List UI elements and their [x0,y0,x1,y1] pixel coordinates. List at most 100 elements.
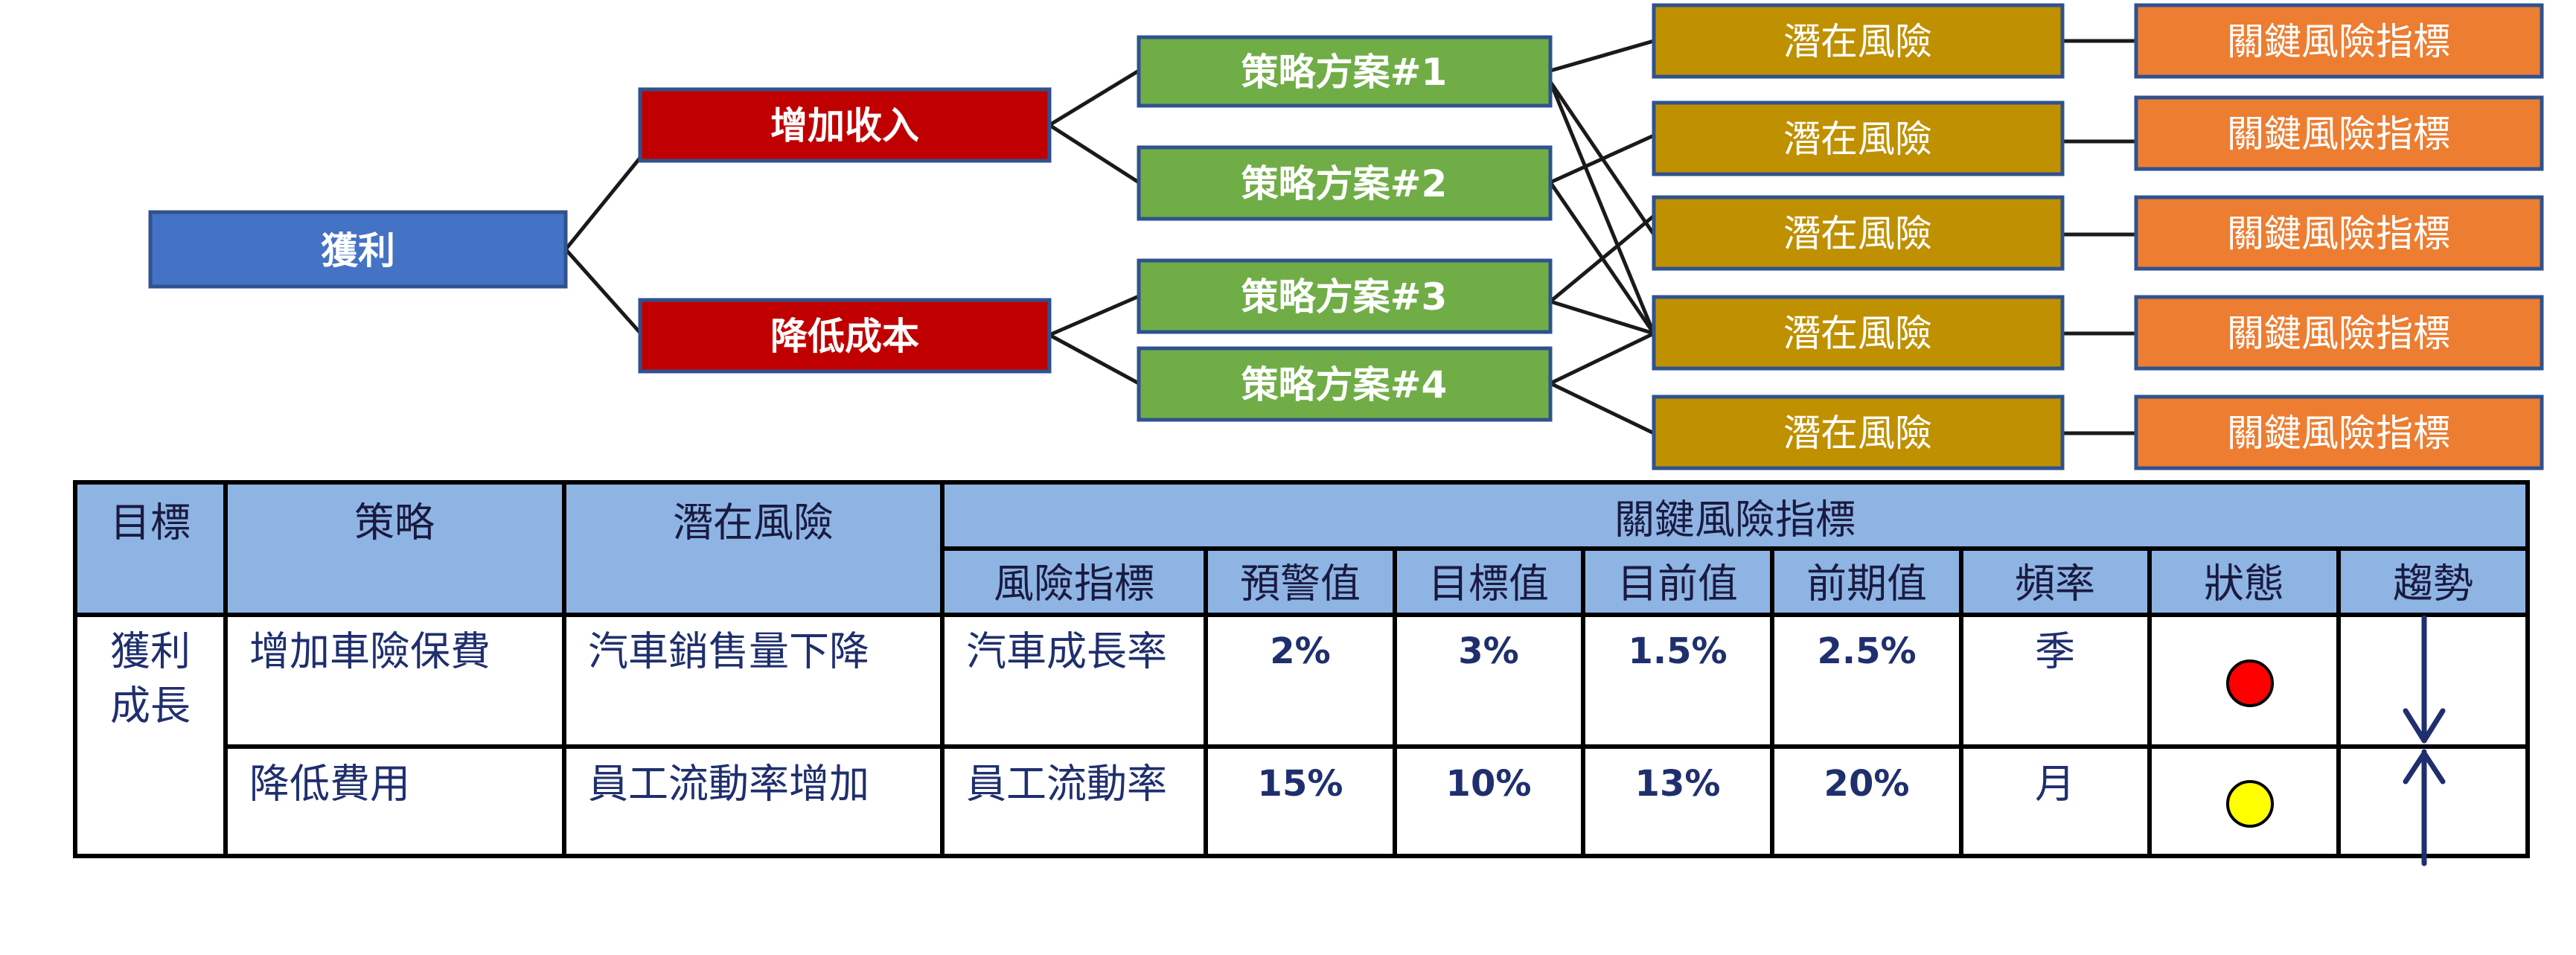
status-yellow-icon [2226,780,2274,828]
kri-node-4-label: 關鍵風險指標 [2227,312,2450,355]
header-strategy: 策略 [354,499,435,546]
status-red-icon [2226,659,2274,707]
connector-cost-s3 [1049,294,1140,337]
strategy-node-2: 策略方案#2 [1137,145,1553,221]
row-indicator: 汽車成長率 [966,628,1167,675]
trend-arrows [2403,615,2446,866]
connector-cost-s4 [1048,333,1140,386]
risk-node-5-box [1652,395,2065,470]
tree-boxes: 獲利 增加收入 降低成本 策略方案#1 策略方案#2 策略方案#3 策略方案#4 [148,3,2544,470]
branch-node-revenue-box [638,87,1052,163]
row-frequency: 季 [2035,628,2075,675]
risk-node-1-label: 潛在風險 [1783,20,1932,63]
risk-node-2-box [1652,100,2065,176]
table-row: 增加車險保費 汽車銷售量下降 汽車成長率 2% 3% 1.5% 2.5% 季 [249,628,2274,707]
connector-root-cost [564,248,642,334]
connector-root-revenue [564,156,642,251]
risk-node-2: 潛在風險 [1652,100,2065,176]
risk-node-3: 潛在風險 [1652,195,2065,271]
row-indicator: 員工流動率 [966,761,1167,808]
connector-s3-r3 [1549,214,1655,303]
up-arrow-icon [2403,749,2446,866]
branch-node-cost-label: 降低成本 [770,315,919,358]
strategy-node-2-box [1137,145,1553,221]
row-risk: 員工流動率增加 [588,761,869,808]
kri-node-3: 關鍵風險指標 [2134,195,2544,271]
strategy-node-2-label: 策略方案#2 [1241,162,1448,205]
down-arrow-icon [2403,615,2446,744]
header-status: 狀態 [2204,560,2284,607]
connector-revenue-s1 [1048,68,1140,127]
branch-node-revenue: 增加收入 [638,87,1052,163]
header-trend: 趨勢 [2393,560,2473,607]
risk-node-1-box [1652,3,2065,79]
kri-node-1: 關鍵風險指標 [2134,3,2544,79]
risk-node-1: 潛在風險 [1652,3,2065,79]
goal-line-1: 獲利 [110,628,191,675]
connector-revenue-s2 [1048,123,1140,185]
root-node-box [148,210,568,289]
branch-node-cost-box [638,298,1052,374]
kri-node-3-label: 關鍵風險指標 [2227,212,2450,255]
risk-node-4: 潛在風險 [1652,295,2065,371]
header-goal: 目標 [110,499,191,546]
row-warning: 15% [1258,763,1343,805]
table-outer-border [73,480,2530,858]
kri-node-2-label: 關鍵風險指標 [2227,112,2450,156]
row-current: 1.5% [1628,630,1727,672]
strategy-node-4-box [1137,346,1553,422]
connector-s4-r5 [1549,381,1655,435]
connector-s1-r4 [1548,81,1656,334]
connector-s4-r4 [1549,331,1655,386]
kri-node-2-box [2134,95,2544,171]
header-current: 目前值 [1617,560,1738,607]
row-target: 3% [1458,630,1519,672]
root-node-label: 獲利 [321,229,395,272]
tree-connectors [564,39,2136,435]
kri-node-1-label: 關鍵風險指標 [2227,20,2450,63]
row-target: 10% [1446,763,1532,805]
risk-node-4-label: 潛在風險 [1783,312,1932,355]
kri-node-4-box [2134,295,2544,371]
table-grid [73,480,2530,858]
header-indicator: 風險指標 [994,560,1154,607]
kri-node-1-box [2134,3,2544,79]
header-warning: 預警值 [1240,560,1361,607]
row-strategy: 降低費用 [249,761,410,808]
connector-s3-r4 [1550,299,1655,336]
risk-node-5-label: 潛在風險 [1783,412,1932,455]
row-warning: 2% [1270,630,1331,672]
strategy-node-3-label: 策略方案#3 [1241,275,1448,319]
risk-node-3-label: 潛在風險 [1783,212,1932,255]
risk-node-2-label: 潛在風險 [1783,118,1932,161]
header-risk: 潛在風險 [673,499,834,546]
header-previous: 前期值 [1806,560,1927,607]
row-current: 13% [1635,763,1721,805]
risk-node-5: 潛在風險 [1652,395,2065,470]
strategy-node-4: 策略方案#4 [1137,346,1553,422]
kri-node-3-box [2134,195,2544,271]
kri-node-5-box [2134,395,2544,470]
risk-node-3-box [1652,195,2065,271]
table-row: 降低費用 員工流動率增加 員工流動率 15% 10% 13% 20% 月 [249,761,2274,828]
header-target: 目標值 [1428,560,1549,607]
kri-node-5-label: 關鍵風險指標 [2227,412,2450,455]
risk-node-4-box [1652,295,2065,371]
header-frequency: 頻率 [2015,560,2095,607]
kri-node-4: 關鍵風險指標 [2134,295,2544,371]
branch-node-cost: 降低成本 [638,298,1052,374]
strategy-node-3-box [1137,258,1553,334]
row-risk: 汽車銷售量下降 [588,628,869,675]
header-kri-group: 關鍵風險指標 [1614,496,1856,543]
kri-node-2: 關鍵風險指標 [2134,95,2544,171]
strategy-node-1-label: 策略方案#1 [1241,51,1448,94]
strategy-node-1: 策略方案#1 [1137,35,1553,108]
strategy-node-3: 策略方案#3 [1137,258,1553,334]
goal-line-2: 成長 [110,683,191,729]
row-previous: 20% [1824,763,1910,805]
root-node: 獲利 [148,210,568,289]
row-previous: 2.5% [1817,630,1916,672]
row-strategy: 增加車險保費 [249,628,490,675]
connector-s1-r1 [1550,39,1655,73]
